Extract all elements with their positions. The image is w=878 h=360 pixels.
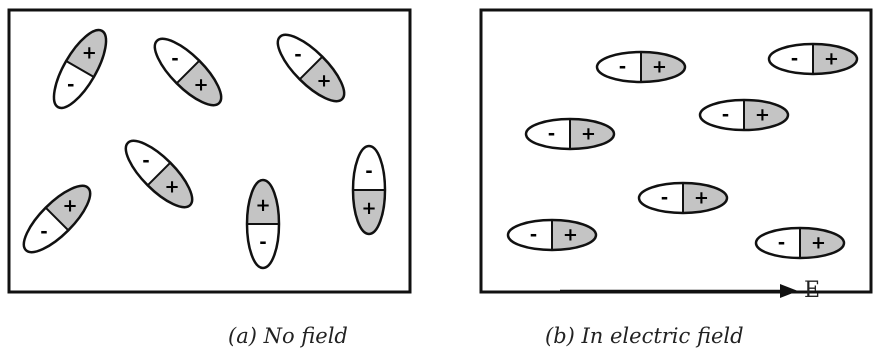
- panel-b-dipole-3: [698, 98, 790, 132]
- negative-sign: -: [778, 233, 785, 254]
- dipole-outline: [595, 50, 687, 84]
- field-label: E: [804, 278, 821, 303]
- positive-half: [45, 176, 100, 231]
- negative-sign: -: [142, 150, 149, 171]
- positive-sign: +: [581, 124, 596, 145]
- negative-sign: -: [722, 105, 729, 126]
- panel-b-dipole-6: [506, 218, 598, 252]
- panel-a-dipole-7: [351, 144, 387, 236]
- positive-sign: +: [811, 233, 826, 254]
- positive-sign: +: [755, 105, 770, 126]
- panel-a-dipole-3: [268, 25, 354, 111]
- negative-half: [353, 146, 385, 190]
- panel-a-dipole-6: [245, 178, 281, 270]
- positive-half: [176, 60, 231, 115]
- negative-sign: -: [40, 222, 47, 243]
- panel-a-dipole-4: [116, 131, 202, 217]
- dipole-outline: [276, 33, 346, 103]
- panel-b-dipole-1: [595, 50, 687, 84]
- panel-a-dipole-1: [44, 22, 116, 116]
- dipole-outline: [767, 42, 859, 76]
- positive-sign: +: [82, 42, 97, 63]
- negative-half: [145, 29, 200, 84]
- positive-half: [147, 162, 202, 217]
- negative-sign: -: [619, 57, 626, 78]
- dipole-outline: [637, 181, 729, 215]
- positive-half: [299, 56, 354, 111]
- negative-sign: -: [365, 161, 372, 182]
- panel-a-dipole-2: [145, 29, 231, 115]
- panel-b-dipoles: [506, 42, 859, 260]
- dipole-outline: [506, 218, 598, 252]
- panel-a-frame: [7, 8, 412, 294]
- positive-sign: +: [824, 49, 839, 70]
- negative-sign: -: [548, 124, 555, 145]
- dipole-outline: [153, 37, 223, 107]
- negative-sign: -: [171, 48, 178, 69]
- positive-sign: +: [194, 75, 209, 96]
- negative-sign: -: [294, 44, 301, 65]
- positive-sign: +: [317, 71, 332, 92]
- panel-b-dipole-4: [524, 117, 616, 151]
- caption-no-field: (a) No field: [228, 324, 348, 348]
- negative-half: [247, 224, 279, 268]
- dipole-outline: [245, 178, 281, 270]
- dipole-outline: [698, 98, 790, 132]
- dipole-outline: [524, 117, 616, 151]
- field-arrow: [560, 284, 798, 298]
- negative-sign: -: [791, 49, 798, 70]
- panel-b-dipole-5: [637, 181, 729, 215]
- dipole-outline: [351, 144, 387, 236]
- positive-sign: +: [255, 195, 270, 216]
- caption-in-electric-field: (b) In electric field: [545, 324, 744, 348]
- positive-half: [66, 22, 116, 77]
- panel-a-dipoles: [14, 22, 387, 270]
- negative-half: [14, 207, 69, 262]
- positive-sign: +: [694, 188, 709, 209]
- negative-sign: -: [67, 75, 74, 96]
- dipole-outline: [22, 184, 92, 254]
- negative-half: [268, 25, 323, 80]
- positive-half: [247, 180, 279, 224]
- dipole-outline: [754, 226, 846, 260]
- panel-b-dipole-2: [767, 42, 859, 76]
- positive-sign: +: [63, 195, 78, 216]
- negative-sign: -: [259, 232, 266, 253]
- negative-sign: -: [661, 188, 668, 209]
- negative-half: [44, 61, 94, 116]
- dipole-outline: [124, 139, 194, 209]
- positive-sign: +: [361, 198, 376, 219]
- negative-half: [116, 131, 171, 186]
- panel-a-dipole-5: [14, 176, 100, 262]
- positive-sign: +: [165, 177, 180, 198]
- positive-half: [353, 190, 385, 234]
- positive-sign: +: [563, 225, 578, 246]
- negative-sign: -: [530, 225, 537, 246]
- panel-b-dipole-7: [754, 226, 846, 260]
- positive-sign: +: [652, 57, 667, 78]
